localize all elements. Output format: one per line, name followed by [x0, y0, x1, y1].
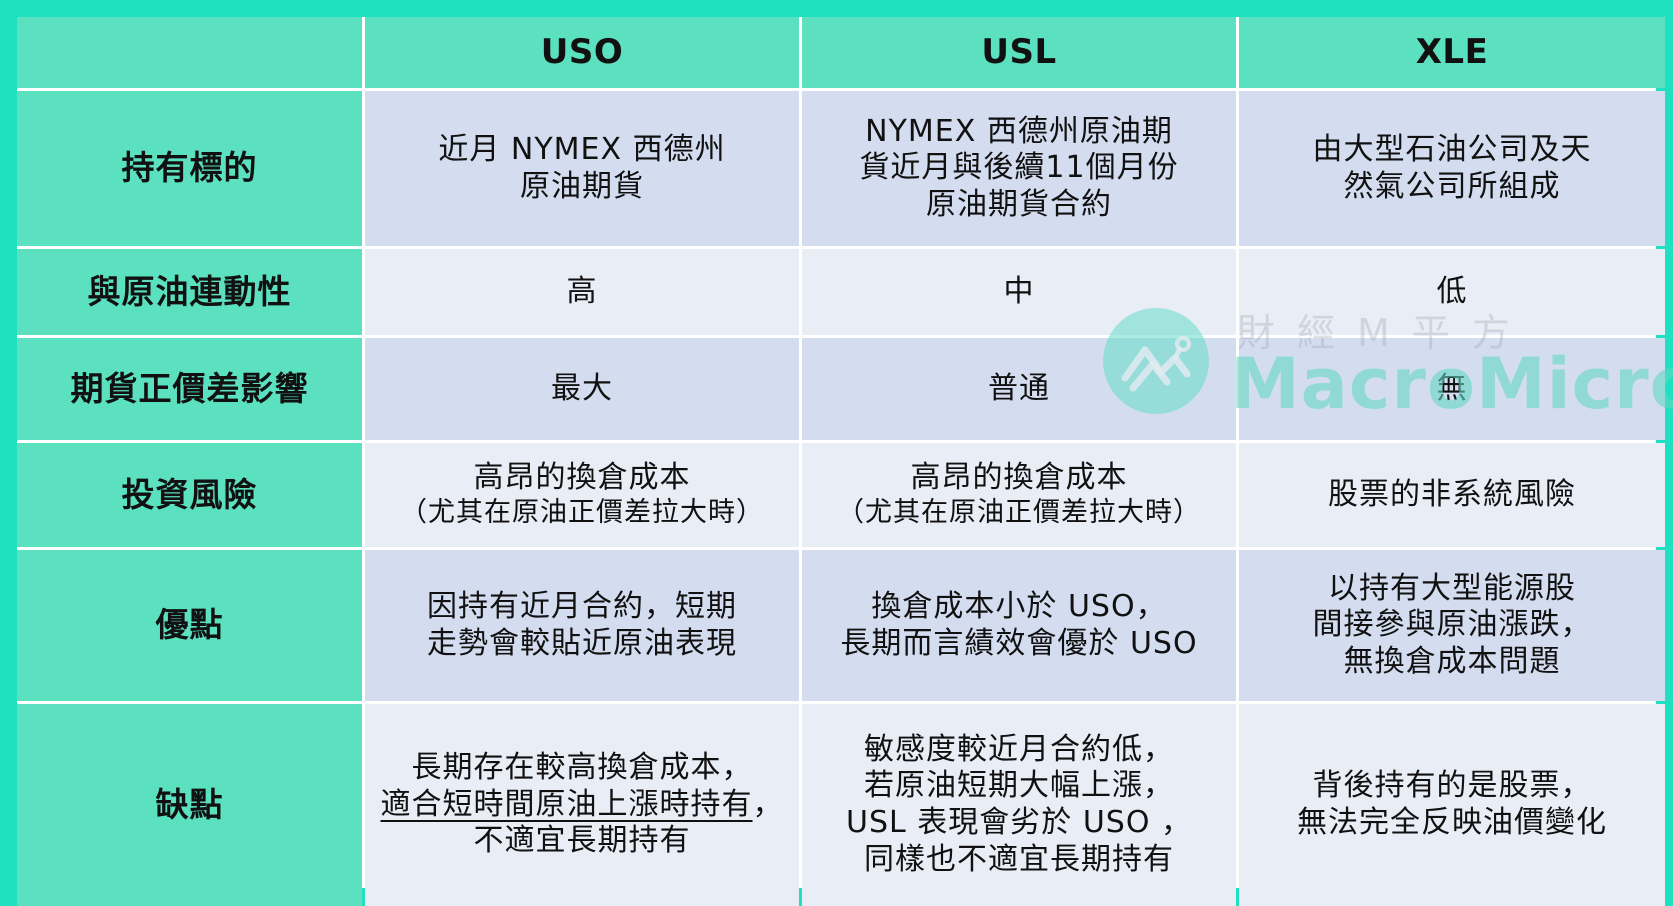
cell-correlation-xle: 低: [1239, 249, 1665, 335]
cell-advantages-uso: 因持有近月合約，短期 走勢會較貼近原油表現: [365, 550, 799, 701]
cell-contango-xle: 無: [1239, 338, 1665, 440]
disadv-uso-line2-underlined: 適合短時間原油上漲時持有: [380, 786, 753, 822]
row-label-contango-impact: 期貨正價差影響: [17, 338, 362, 440]
cell-holdings-usl: NYMEX 西德州原油期 貨近月與後續11個月份 原油期貨合約: [802, 91, 1236, 246]
cell-holdings-xle: 由大型石油公司及天 然氣公司所組成: [1239, 91, 1665, 246]
row-label-holdings: 持有標的: [17, 91, 362, 246]
cell-contango-uso: 最大: [365, 338, 799, 440]
cell-correlation-uso: 高: [365, 249, 799, 335]
row-label-disadvantages: 缺點: [17, 704, 362, 906]
row-label-oil-correlation: 與原油連動性: [17, 249, 362, 335]
cell-advantages-usl: 換倉成本小於 USO， 長期而言績效會優於 USO: [802, 550, 1236, 701]
risk-usl-line1: 高昂的換倉成本: [910, 460, 1128, 496]
row-label-investment-risk: 投資風險: [17, 443, 362, 547]
disadv-uso-line2: 適合短時間原油上漲時持有，: [381, 787, 784, 824]
cell-advantages-xle: 以持有大型能源股 間接參與原油漲跌， 無換倉成本問題: [1239, 550, 1665, 701]
cell-correlation-usl: 中: [802, 249, 1236, 335]
column-header-uso: USO: [365, 17, 799, 88]
header-corner-cell: [17, 17, 362, 88]
cell-holdings-uso: 近月 NYMEX 西德州 原油期貨: [365, 91, 799, 246]
disadv-uso-line1: 長期存在較高換倉成本，: [411, 750, 753, 786]
disadv-uso-line3: 不適宜長期持有: [473, 823, 691, 859]
risk-uso-line2: （尤其在原油正價差拉大時）: [400, 496, 764, 528]
etf-comparison-table: USO USL XLE 持有標的 近月 NYMEX 西德州 原油期貨 NYMEX…: [17, 17, 1665, 906]
cell-contango-usl: 普通: [802, 338, 1236, 440]
risk-uso-line1: 高昂的換倉成本: [473, 460, 691, 496]
cell-disadvantages-xle: 背後持有的是股票， 無法完全反映油價變化: [1239, 704, 1665, 906]
cell-risk-xle: 股票的非系統風險: [1239, 443, 1665, 547]
row-label-advantages: 優點: [17, 550, 362, 701]
cell-risk-usl: 高昂的換倉成本 （尤其在原油正價差拉大時）: [802, 443, 1236, 547]
column-header-usl: USL: [802, 17, 1236, 88]
disadv-uso-line2-tail: ，: [752, 786, 784, 822]
cell-disadvantages-uso: 長期存在較高換倉成本， 適合短時間原油上漲時持有， 不適宜長期持有: [365, 704, 799, 906]
cell-risk-uso: 高昂的換倉成本 （尤其在原油正價差拉大時）: [365, 443, 799, 547]
risk-usl-line2: （尤其在原油正價差拉大時）: [837, 496, 1201, 528]
cell-disadvantages-usl: 敏感度較近月合約低， 若原油短期大幅上漲， USL 表現會劣於 USO ， 同樣…: [802, 704, 1236, 906]
column-header-xle: XLE: [1239, 17, 1665, 88]
